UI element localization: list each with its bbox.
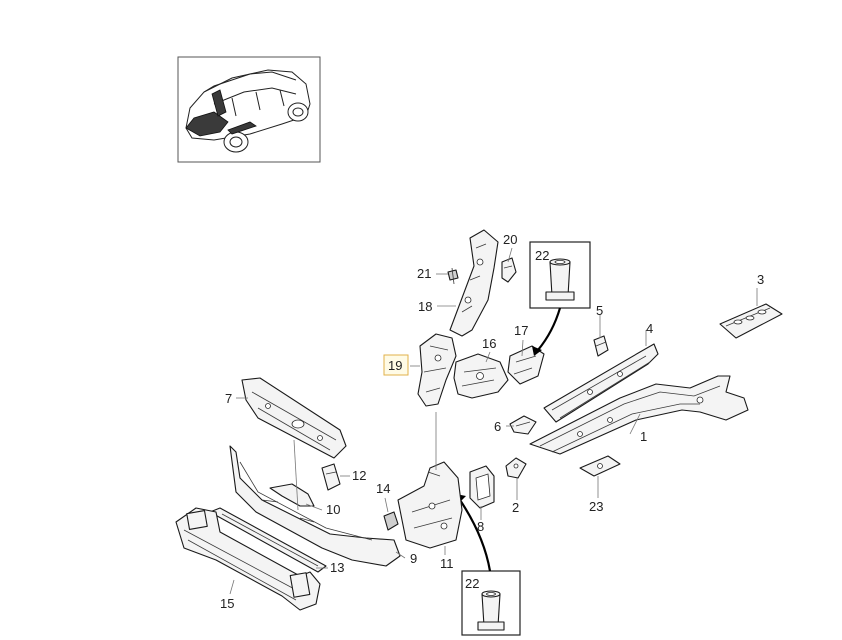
part-3-plate[interactable] [719, 303, 783, 339]
part-4-rail-upper[interactable] [543, 343, 659, 423]
part-18-pillar-upper[interactable] [449, 229, 499, 337]
part-19-pillar-lower[interactable] [417, 333, 457, 407]
callout-18[interactable]: 18 [418, 299, 432, 314]
leader-lines [229, 247, 758, 595]
callout-22-top[interactable]: 22 [535, 248, 549, 263]
callout-20[interactable]: 20 [503, 232, 517, 247]
callout-15[interactable]: 15 [220, 596, 234, 611]
vehicle-thumbnail [177, 56, 321, 163]
part-7-panel[interactable] [241, 377, 347, 459]
callout-21[interactable]: 21 [417, 266, 431, 281]
callout-2[interactable]: 2 [512, 500, 519, 515]
part-11-mount[interactable] [397, 461, 463, 549]
callout-16[interactable]: 16 [482, 336, 496, 351]
callout-1[interactable]: 1 [640, 429, 647, 444]
callout-22-bottom[interactable]: 22 [465, 576, 479, 591]
callout-8[interactable]: 8 [477, 519, 484, 534]
part-9-beam[interactable] [229, 445, 401, 567]
callout-23[interactable]: 23 [589, 499, 603, 514]
part-15-bumper-beam[interactable] [175, 507, 321, 611]
callout-9[interactable]: 9 [410, 551, 417, 566]
callout-7[interactable]: 7 [225, 391, 232, 406]
part-2-bracket[interactable] [505, 457, 527, 479]
part-14-clip[interactable] [383, 511, 399, 531]
callout-19[interactable]: 19 [388, 358, 402, 373]
part-16-gusset[interactable] [453, 353, 509, 399]
callout-3[interactable]: 3 [757, 272, 764, 287]
callout-17[interactable]: 17 [514, 323, 528, 338]
part-22-detail-box-bottom[interactable] [461, 570, 521, 636]
part-21-clip[interactable] [447, 267, 459, 285]
callout-labels: 1 2 3 4 5 6 7 8 9 10 11 12 13 14 15 16 1… [220, 232, 764, 611]
callout-5[interactable]: 5 [596, 303, 603, 318]
callout-11[interactable]: 11 [440, 556, 454, 571]
callout-4[interactable]: 4 [646, 321, 653, 336]
part-13-strip[interactable] [209, 507, 327, 573]
part-8-plate[interactable] [469, 465, 495, 509]
part-1-rail-main[interactable] [529, 375, 749, 455]
highlight-19 [383, 354, 409, 376]
part-22-detail-box-top[interactable] [529, 241, 591, 309]
part-12-bracket[interactable] [321, 463, 341, 491]
part-20-bracket[interactable] [501, 257, 517, 283]
callout-6[interactable]: 6 [494, 419, 501, 434]
callout-13[interactable]: 13 [330, 560, 344, 575]
callout-10[interactable]: 10 [326, 502, 340, 517]
part-5-bracket[interactable] [593, 335, 609, 357]
part-23-plate[interactable] [579, 455, 621, 477]
callout-14[interactable]: 14 [376, 481, 390, 496]
part-6-bracket[interactable] [509, 415, 537, 435]
callout-12[interactable]: 12 [352, 468, 366, 483]
part-10-bracket[interactable] [269, 483, 315, 507]
